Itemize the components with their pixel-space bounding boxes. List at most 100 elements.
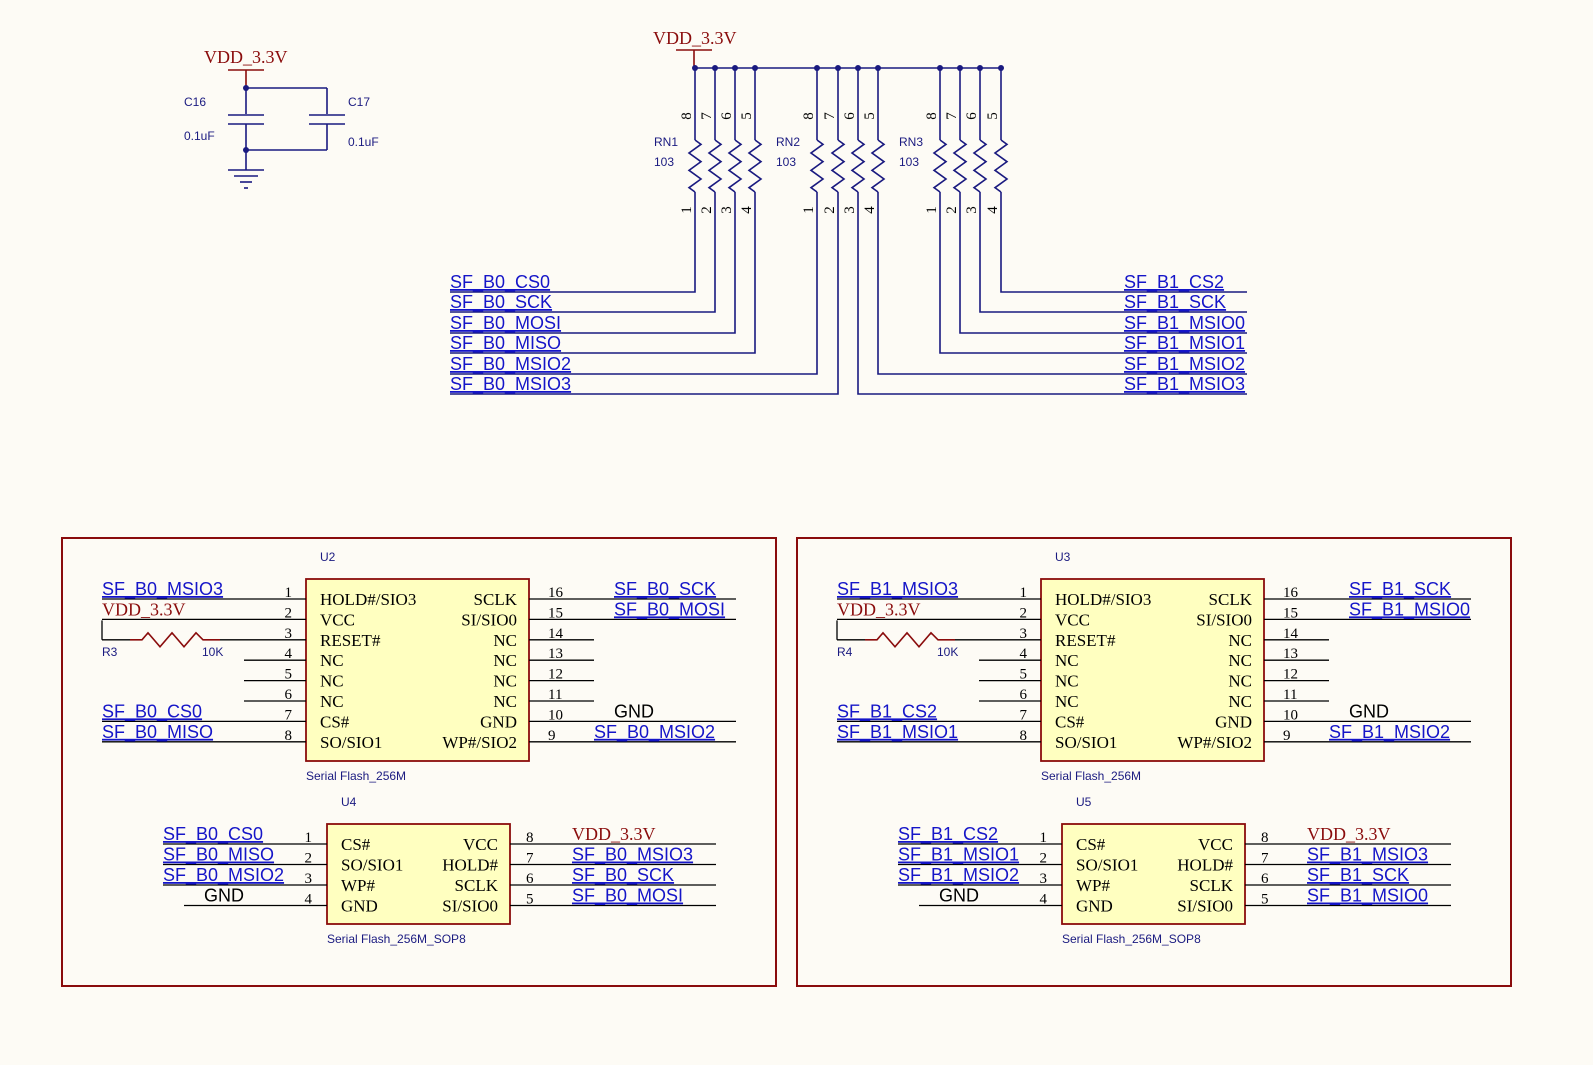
pin-number: 4 — [305, 892, 313, 908]
pin-number: 3 — [285, 626, 293, 642]
rn-pin-number: 3 — [842, 206, 858, 214]
net-label: SF_B0_MISO — [450, 333, 561, 354]
pin-label: SCLK — [1190, 876, 1234, 895]
junction-dot — [998, 65, 1004, 71]
pin-number: 14 — [1283, 626, 1299, 642]
net-label: SF_B1_MSIO2 — [1124, 354, 1245, 375]
pin-number: 7 — [1261, 851, 1269, 867]
rn-element — [993, 139, 1009, 193]
net-label: SF_B0_SCK — [614, 579, 716, 600]
pin-label: SCLK — [474, 590, 518, 609]
rn-pin-number: 8 — [679, 112, 695, 120]
pin-label: HOLD# — [1177, 856, 1233, 875]
pin-label: SO/SIO1 — [1055, 733, 1117, 752]
pin-number: 3 — [1040, 871, 1048, 887]
pin-number: 1 — [1040, 830, 1048, 846]
pin-number: 2 — [1020, 605, 1028, 621]
net-label: SF_B1_MSIO0 — [1124, 313, 1245, 334]
rn-pin-number: 6 — [719, 112, 735, 120]
net-label: SF_B0_MSIO2 — [163, 865, 284, 886]
pin-number: 9 — [548, 728, 556, 744]
pin-number: 6 — [1261, 871, 1269, 887]
rn-element — [707, 139, 723, 193]
pin-label: NC — [493, 631, 517, 650]
pin-number: 14 — [548, 626, 564, 642]
net-labels-right: SF_B1_CS2 SF_B1_SCK SF_B1_MSIO0 SF_B1_MS… — [1124, 272, 1245, 395]
pin-number: 2 — [1040, 851, 1048, 867]
pin-label: GND — [341, 897, 378, 916]
pin-number: 2 — [285, 605, 293, 621]
decoupling-caps: VDD_3.3V C16 0.1uF C17 0.1uF — [184, 47, 379, 189]
pin-number: 6 — [285, 687, 293, 703]
pin-label: NC — [1228, 631, 1252, 650]
pin-number: 3 — [1020, 626, 1028, 642]
rn-pin-number: 3 — [719, 206, 735, 214]
chip-ref: U5 — [1076, 795, 1092, 809]
rn-element — [952, 139, 968, 193]
pin-label: GND — [1215, 712, 1252, 731]
rn-pin-number: 1 — [924, 206, 940, 214]
net-label: SF_B1_MSIO0 — [1307, 886, 1428, 907]
rn-pin-number: 7 — [699, 112, 715, 120]
pin-label: HOLD#/SIO3 — [320, 590, 416, 609]
net-label: SF_B1_MSIO2 — [898, 865, 1019, 886]
net-label: GND — [1349, 701, 1389, 721]
pin-number: 7 — [285, 707, 293, 723]
net-label: SF_B0_CS0 — [450, 272, 550, 293]
pin-label: NC — [1055, 692, 1079, 711]
resistor-ref: R3 — [102, 645, 118, 659]
pin-number: 1 — [285, 585, 293, 601]
pin-label: NC — [493, 672, 517, 691]
rn-element — [727, 139, 743, 193]
pin-number: 6 — [526, 871, 534, 887]
net-label: VDD_3.3V — [1307, 824, 1391, 844]
pin-label: NC — [493, 651, 517, 670]
pin-number: 12 — [548, 667, 563, 683]
pin-number: 5 — [285, 667, 293, 683]
net-label: GND — [614, 701, 654, 721]
net-label: VDD_3.3V — [837, 599, 921, 619]
junction-dot — [875, 65, 881, 71]
rn-pin-number: 5 — [985, 112, 1001, 120]
pin-number: 4 — [1020, 646, 1028, 662]
pin-label: NC — [493, 692, 517, 711]
pin-label: SI/SIO0 — [1177, 897, 1233, 916]
net-label: SF_B0_MISO — [163, 845, 274, 866]
pin-label: RESET# — [320, 631, 381, 650]
net-label: SF_B0_MSIO2 — [450, 354, 571, 375]
pin-label: NC — [1228, 651, 1252, 670]
chip-ref: U4 — [341, 795, 357, 809]
chip-body — [326, 823, 511, 925]
junction-dot — [957, 65, 963, 71]
pin-label: HOLD#/SIO3 — [1055, 590, 1151, 609]
pin-number: 2 — [305, 851, 313, 867]
junction-dot — [937, 65, 943, 71]
net-label: SF_B1_MSIO0 — [1349, 599, 1470, 620]
net-label: SF_B1_CS2 — [898, 824, 998, 845]
pin-label: RESET# — [1055, 631, 1116, 650]
pin-number: 5 — [1261, 892, 1269, 908]
rn-element — [830, 139, 846, 193]
rn2-value: 103 — [776, 155, 796, 169]
pin-number: 10 — [1283, 707, 1298, 723]
pin-label: NC — [1228, 672, 1252, 691]
rn1-ref: RN1 — [654, 135, 678, 149]
rn-pin-number: 7 — [944, 112, 960, 120]
net-label: SF_B1_MSIO3 — [837, 579, 958, 600]
rn1-value: 103 — [654, 155, 674, 169]
pin-number: 15 — [1283, 605, 1298, 621]
junction-dot — [692, 65, 698, 71]
pin-number: 4 — [1040, 892, 1048, 908]
pin-number: 8 — [526, 830, 534, 846]
net-label: GND — [204, 886, 244, 906]
net-label: SF_B1_MSIO1 — [1124, 333, 1245, 354]
junction-dot — [814, 65, 820, 71]
pin-label: SO/SIO1 — [320, 733, 382, 752]
rn3-ref: RN3 — [899, 135, 923, 149]
chip-part-name: Serial Flash_256M — [1041, 769, 1141, 783]
rn-pin-number: 2 — [944, 206, 960, 214]
pin-label: NC — [320, 651, 344, 670]
net-label: SF_B0_MSIO3 — [450, 374, 571, 395]
